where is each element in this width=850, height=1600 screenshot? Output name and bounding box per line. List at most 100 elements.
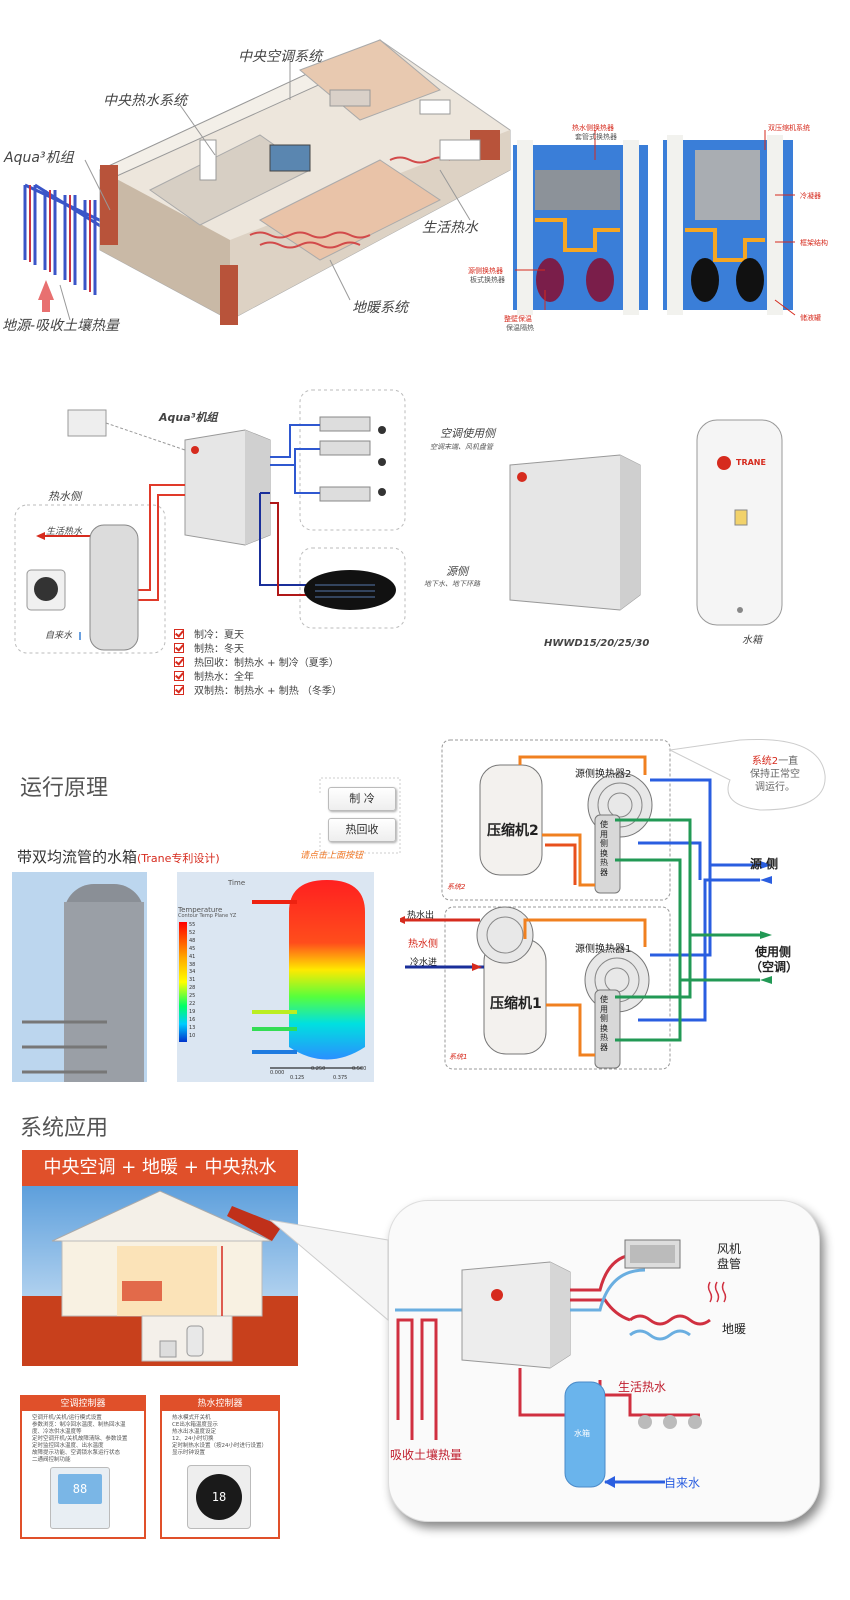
callout-text: 系统2一直 保持正常空 调运行。 xyxy=(750,756,800,793)
sys-label-tap-water: 自来水 xyxy=(45,631,73,641)
use-side-exchanger-1: 使用侧换热器 xyxy=(600,995,608,1052)
mode-checklist: 制冷：夏天 制热：冬天 热回收：制热水 + 制冷（夏季） 制热水：全年 双制热：… xyxy=(174,628,342,698)
label-central-hot-water: 中央热水系统 xyxy=(103,93,187,109)
button-frame xyxy=(319,777,401,854)
label-condenser: 冷凝器 xyxy=(800,192,821,200)
mode-item: 双制热：制热水 + 制热 （冬季） xyxy=(174,684,342,698)
ac-controller-title: 空调控制器 xyxy=(22,1397,144,1411)
hw-controller-title: 热水控制器 xyxy=(162,1397,278,1411)
trane-logo: TRANE xyxy=(736,458,766,467)
house-cutaway xyxy=(22,1186,298,1366)
sys-label-ac-side: 空调使用侧 xyxy=(440,427,495,440)
label-insulation: 整壁保温 xyxy=(504,315,532,323)
application-title: 系统应用 xyxy=(20,1116,109,1141)
sys-label-hot-water-side: 热水侧 xyxy=(48,490,81,503)
ac-feature: 定时空调开机/关机故障清除、参数设置 xyxy=(32,1436,128,1442)
check-icon xyxy=(174,657,184,667)
sim-axis-4: 0.125 xyxy=(290,1075,305,1081)
system-1-tag: 系统1 xyxy=(449,1053,468,1061)
sim-axis-5: 0.375 xyxy=(333,1075,348,1081)
hot-side-label: 热水侧 xyxy=(408,939,438,950)
domestic-hot-water-label: 生活热水 xyxy=(618,1380,667,1394)
tank-text: 水箱 xyxy=(574,1429,590,1438)
house-illustration xyxy=(23,39,511,325)
label-source-exchanger-sub: 板式换热器 xyxy=(470,276,505,284)
hw-feature: 热水模式开关机 xyxy=(172,1415,211,1421)
check-icon xyxy=(174,671,184,681)
application-banner: 中央空调 + 地暖 + 中央热水 xyxy=(22,1150,298,1186)
hw-feature: 显示时钟设置 xyxy=(172,1450,206,1456)
label-frame: 框架结构 xyxy=(800,239,828,247)
label-dual-compressor: 双压缩机系统 xyxy=(768,124,810,132)
hw-feature: 热水出水温度设定 xyxy=(172,1429,217,1435)
mode-item: 制冷：夏天 xyxy=(174,628,342,642)
check-icon xyxy=(174,629,184,639)
hw-feature: 定时制热水设置（按24小时进行设置） xyxy=(172,1443,267,1449)
use-side-sub-label: （空调） xyxy=(750,960,799,974)
src-exchanger-1-label: 源侧换热器1 xyxy=(575,944,632,955)
ac-feature: 空调开机/关机/运行模式设置 xyxy=(32,1415,102,1421)
sim-legend-sub: Contour Temp Plane YZ xyxy=(178,913,237,919)
system-diagram xyxy=(14,389,783,654)
ac-feature: 参数浏览：制冷回水温度、制热回水温 xyxy=(32,1422,126,1428)
principle-title: 运行原理 xyxy=(20,776,109,801)
compressor-1-label: 压缩机1 xyxy=(490,996,542,1012)
sim-axis-2: 0.250 xyxy=(311,1066,326,1072)
ac-feature: 度、冷冻供水温度等 xyxy=(32,1429,82,1435)
hw-controller-device: 18 xyxy=(187,1465,251,1529)
label-source-exchanger: 源侧换热器 xyxy=(468,267,503,275)
label-storage: 储液罐 xyxy=(800,314,821,322)
hw-display: 18 xyxy=(196,1474,242,1520)
sys-label-domestic-hot-water: 生活热水 xyxy=(46,527,83,537)
fan-coil-label-1: 风机 xyxy=(717,1242,742,1256)
click-hint: 请点击上面按钮 xyxy=(300,851,364,861)
label-floor-heating: 地暖系统 xyxy=(352,300,408,316)
source-side-label: 源 侧 xyxy=(750,857,779,871)
label-central-ac: 中央空调系统 xyxy=(238,49,322,65)
unit-cutaway-images xyxy=(513,130,796,316)
system-2-tag: 系统2 xyxy=(447,883,466,891)
application-diagram xyxy=(270,1219,727,1488)
label-insulation-sub: 保温隔热 xyxy=(506,324,534,332)
absorb-soil-label: 吸收土壤热量 xyxy=(390,1448,463,1462)
tank-images xyxy=(12,872,374,1082)
label-ground-source: 地源-吸收土壤热量 xyxy=(2,318,120,334)
refrigerant-diagram xyxy=(400,738,826,1070)
label-domestic-hot-water: 生活热水 xyxy=(422,220,478,236)
ac-feature: 二通阀控制功能 xyxy=(32,1457,71,1463)
ac-feature: 定时监控回水温度、出水温度 xyxy=(32,1443,104,1449)
hw-feature: 12、24小时切换 xyxy=(172,1436,214,1442)
check-icon xyxy=(174,685,184,695)
label-hw-exchanger-sub: 套管式换热器 xyxy=(575,133,617,141)
label-aqua-unit: Aqua³机组 xyxy=(4,150,74,166)
sim-axis-1: 0.000 xyxy=(270,1070,285,1076)
sys-tank-caption: 水箱 xyxy=(742,635,762,646)
ac-controller-panel: 空调控制器 空调开机/关机/运行模式设置 参数浏览：制冷回水温度、制热回水温 度… xyxy=(20,1395,146,1539)
sim-axis-3: 0.500 xyxy=(352,1066,367,1072)
use-side-label: 使用侧 xyxy=(755,945,792,959)
mode-cool-button[interactable]: 制 冷 xyxy=(328,787,396,811)
floor-heat-label: 地暖 xyxy=(722,1322,747,1336)
mode-item: 制热：冬天 xyxy=(174,642,342,656)
mode-recovery-button[interactable]: 热回收 xyxy=(328,818,396,842)
tap-water-label: 自来水 xyxy=(664,1476,701,1490)
ac-controller-device: 88 xyxy=(50,1467,110,1529)
mode-item: 热回收：制热水 + 制冷（夏季） xyxy=(174,656,342,670)
sys-label-ac-side-sub: 空调末端、风机盘管 xyxy=(430,443,493,451)
label-hw-exchanger: 热水侧换热器 xyxy=(572,124,614,132)
ac-display: 88 xyxy=(58,1474,102,1504)
sys-label-source-side-sub: 地下水、地下环路 xyxy=(424,580,480,588)
ac-feature: 故障提示功能、空调锁水泵运行状态 xyxy=(32,1450,121,1456)
sys-model-caption: HWWD15/20/25/30 xyxy=(544,638,650,649)
hw-feature: CE出水箱温度显示 xyxy=(172,1422,218,1428)
compressor-2-label: 压缩机2 xyxy=(487,823,539,839)
tank-title: 带双均流管的水箱(Trane专利设计) xyxy=(17,848,220,866)
sys-label-source-side: 源侧 xyxy=(446,565,468,578)
check-icon xyxy=(174,643,184,653)
sim-legend-title: Temperature xyxy=(178,906,223,914)
src-exchanger-2-label: 源侧换热器2 xyxy=(575,769,632,780)
mode-item: 制热水：全年 xyxy=(174,670,342,684)
hw-controller-panel: 热水控制器 热水模式开关机 CE出水箱温度显示 热水出水温度设定 12、24小时… xyxy=(160,1395,280,1539)
sim-time: Time xyxy=(228,879,246,887)
